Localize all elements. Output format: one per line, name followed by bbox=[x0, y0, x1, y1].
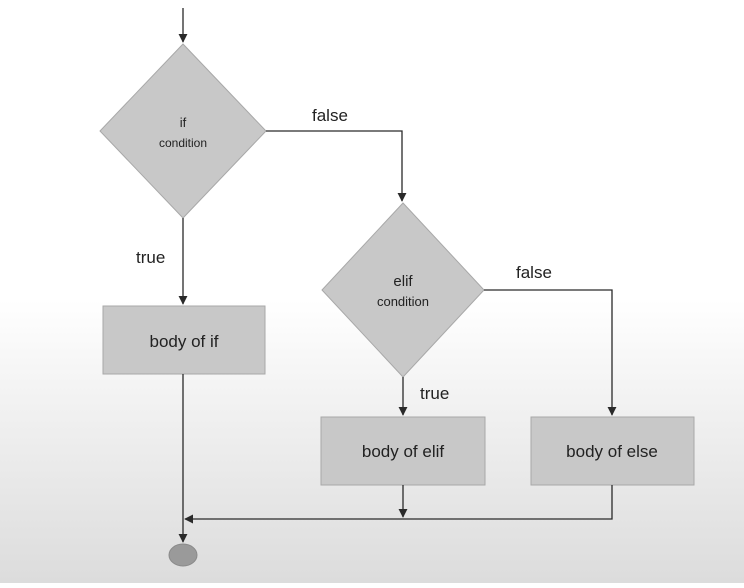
if-true-label: true bbox=[136, 248, 165, 267]
elif-condition-line1: elif bbox=[393, 273, 413, 290]
if-false-label: false bbox=[312, 106, 348, 125]
body-of-if-label: body of if bbox=[150, 332, 219, 351]
body-of-elif-label: body of elif bbox=[362, 442, 444, 461]
body-of-if-box bbox=[102, 305, 266, 375]
body-of-else-label: body of else bbox=[566, 442, 658, 461]
if-condition-line1: if bbox=[180, 115, 187, 130]
elif-false-label: false bbox=[516, 263, 552, 282]
if-false-edge bbox=[266, 130, 407, 202]
elif-condition-line2: condition bbox=[377, 294, 429, 309]
if-condition-diamond bbox=[99, 43, 267, 219]
body-of-elif-box bbox=[320, 416, 486, 486]
if-condition-line2: condition bbox=[159, 136, 207, 150]
elif-false-edge bbox=[484, 289, 617, 416]
elif-true-label: true bbox=[420, 384, 449, 403]
elif-condition-diamond bbox=[321, 202, 485, 378]
body-of-else-box bbox=[530, 416, 695, 486]
end-terminal bbox=[168, 543, 198, 567]
else-to-merge-edge bbox=[184, 485, 613, 524]
